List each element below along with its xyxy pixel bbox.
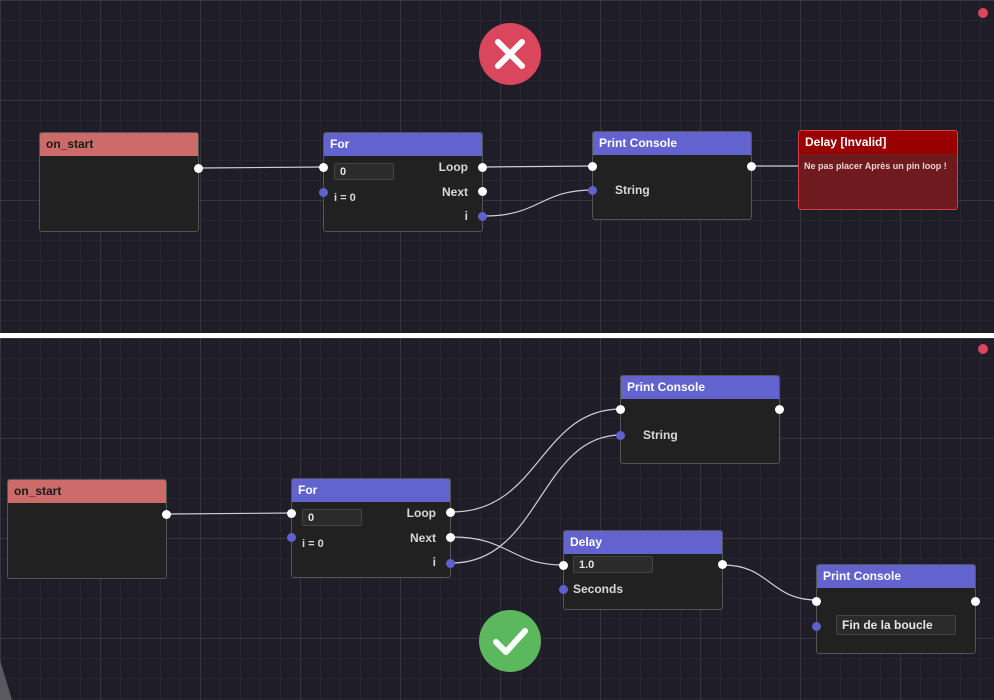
string-label: String (643, 428, 678, 442)
node-title: on_start (40, 133, 198, 156)
exec-out-pin[interactable] (775, 405, 784, 414)
canvas-valid-example[interactable]: on_start For 0 i = 0 Loop Next i Print C… (0, 338, 994, 700)
loop-label: Loop (406, 506, 436, 520)
status-dot (978, 344, 988, 354)
loop-out-pin[interactable] (478, 163, 487, 172)
exec-in-pin[interactable] (616, 405, 625, 414)
node-title: Print Console (817, 565, 975, 588)
node-title: on_start (8, 480, 166, 503)
exec-out-pin[interactable] (747, 162, 756, 171)
wire (483, 165, 594, 168)
wire (451, 536, 565, 566)
node-title: Delay [Invalid] (799, 131, 957, 154)
i-out-pin[interactable] (446, 559, 455, 568)
exec-out-pin[interactable] (162, 510, 171, 519)
seconds-input[interactable]: 1.0 (573, 556, 653, 573)
loop-label: Loop (438, 160, 468, 174)
error-message: Ne pas placer Après un pin loop ! (804, 161, 947, 171)
node-print-console[interactable]: Print Console String (588, 131, 756, 220)
wire (483, 189, 594, 217)
node-title: For (324, 133, 482, 156)
node-for[interactable]: For 0 i = 0 Loop Next i (287, 478, 455, 578)
string-input[interactable]: Fin de la boucle (836, 615, 956, 635)
node-title: Print Console (593, 132, 751, 155)
exec-in-pin[interactable] (287, 509, 296, 518)
node-title: Print Console (621, 376, 779, 399)
divider (0, 333, 994, 338)
exec-in-pin[interactable] (812, 597, 821, 606)
seconds-label: Seconds (573, 582, 624, 596)
cross-icon (479, 23, 541, 85)
node-print-console[interactable]: Print Console Fin de la boucle (812, 564, 980, 654)
index-label: i = 0 (334, 192, 356, 204)
count-input[interactable]: 0 (302, 509, 362, 526)
exec-in-pin[interactable] (319, 163, 328, 172)
node-on-start[interactable]: on_start (7, 479, 171, 579)
wire (451, 408, 622, 513)
i-label: i (464, 209, 468, 223)
count-input[interactable]: 0 (334, 163, 394, 180)
next-out-pin[interactable] (478, 187, 487, 196)
exec-out-pin[interactable] (718, 560, 727, 569)
seconds-in-pin[interactable] (559, 585, 568, 594)
node-for[interactable]: For 0 i = 0 Loop Next i (319, 132, 487, 232)
next-label: Next (409, 531, 436, 545)
exec-in-pin[interactable] (559, 561, 568, 570)
index-label: i = 0 (302, 538, 324, 550)
next-label: Next (441, 185, 468, 199)
wire (722, 564, 818, 601)
loop-out-pin[interactable] (446, 508, 455, 517)
exec-out-pin[interactable] (194, 164, 203, 173)
i-label: i (432, 555, 436, 569)
wire (199, 166, 325, 169)
node-delay[interactable]: Delay 1.0 Seconds (559, 530, 727, 610)
node-print-console[interactable]: Print Console String (616, 375, 784, 464)
wire (167, 512, 293, 515)
canvas-invalid-example[interactable]: on_start For 0 i = 0 Loop Next i Print C… (0, 0, 994, 333)
string-in-pin[interactable] (616, 431, 625, 440)
i-out-pin[interactable] (478, 212, 487, 221)
node-delay-invalid[interactable]: Delay [Invalid] Ne pas placer Après un p… (798, 130, 958, 210)
exec-out-pin[interactable] (971, 597, 980, 606)
corner-resize-handle[interactable] (0, 660, 12, 700)
node-on-start[interactable]: on_start (39, 132, 203, 232)
node-title: Delay (564, 531, 722, 554)
check-icon (479, 610, 541, 672)
node-title: For (292, 479, 450, 502)
data-in-pin[interactable] (319, 188, 328, 197)
string-in-pin[interactable] (588, 186, 597, 195)
string-label: String (615, 183, 650, 197)
data-in-pin[interactable] (287, 533, 296, 542)
exec-in-pin[interactable] (588, 162, 597, 171)
string-in-pin[interactable] (812, 622, 821, 631)
next-out-pin[interactable] (446, 533, 455, 542)
status-dot (978, 8, 988, 18)
